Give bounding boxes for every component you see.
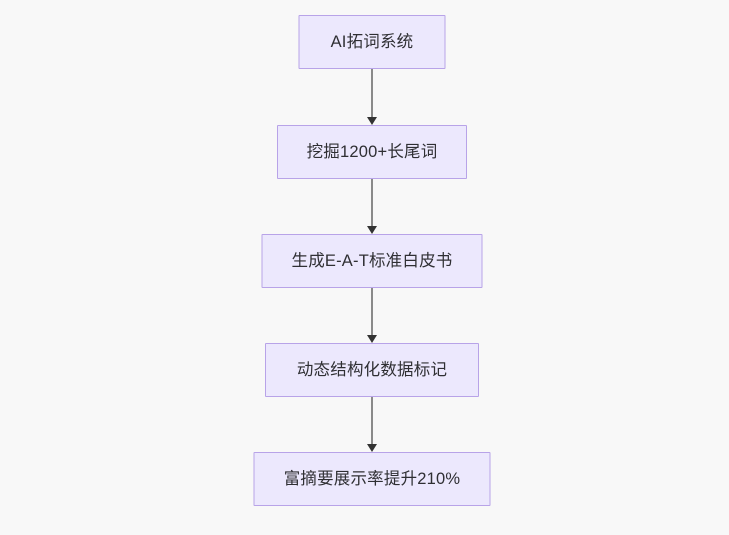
edge-line	[371, 397, 373, 444]
edge-line	[371, 179, 373, 226]
flow-node-label: 富摘要展示率提升210%	[283, 469, 461, 488]
flow-node-dynamic-structured-data-markup[interactable]: 动态结构化数据标记	[265, 343, 479, 397]
flow-node-label: 动态结构化数据标记	[296, 360, 448, 379]
flow-node-label: 生成E-A-T标准白皮书	[291, 251, 453, 270]
flow-node-ai-keyword-system[interactable]: AI拓词系统	[298, 15, 446, 69]
arrowhead-icon	[366, 444, 377, 452]
flow-edge-1	[365, 69, 379, 125]
flow-node-label: AI拓词系统	[330, 32, 414, 51]
flow-edge-3	[365, 288, 379, 343]
edge-line	[371, 288, 373, 335]
arrowhead-icon	[366, 335, 377, 343]
edge-line	[371, 69, 373, 117]
flow-edge-4	[365, 397, 379, 452]
flow-node-rich-snippet-impression-lift[interactable]: 富摘要展示率提升210%	[253, 452, 491, 506]
flow-edge-2	[365, 179, 379, 234]
arrowhead-icon	[366, 226, 377, 234]
flow-node-label: 挖掘1200+长尾词	[306, 142, 438, 161]
flow-node-mine-longtail-keywords[interactable]: 挖掘1200+长尾词	[277, 125, 467, 179]
arrowhead-icon	[366, 117, 377, 125]
flow-node-generate-eat-whitepaper[interactable]: 生成E-A-T标准白皮书	[261, 234, 483, 288]
